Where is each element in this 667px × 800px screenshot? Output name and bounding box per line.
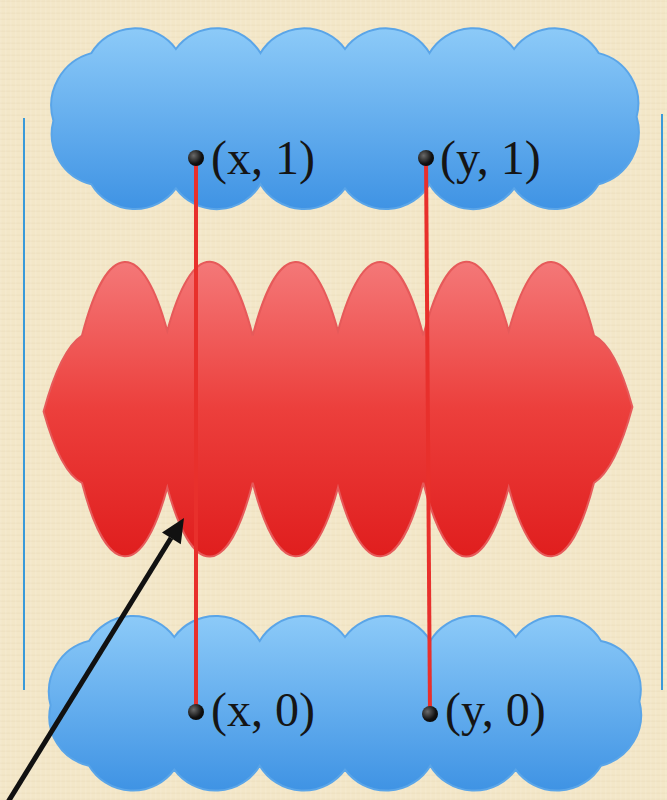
connector-line [426,158,430,714]
point-dot [422,706,438,722]
point-dot [188,150,204,166]
point-label: (x, 0) [211,684,315,737]
cloud-shape [25,598,665,793]
connector-line [194,158,198,712]
arrow-shaft [8,538,171,800]
point-label: (y, 1) [440,132,541,185]
point-dot [418,150,434,166]
point-dot [188,704,204,720]
connector-line [661,114,663,690]
point-label: (x, 1) [211,132,315,185]
cloud-outline [49,616,641,791]
cloud-region: (x, 0) (y, 0) [25,598,665,793]
cloud-region: (x, 1) (y, 1) [28,8,662,213]
cloud-outline [51,28,639,209]
connector-line [23,118,25,690]
arrow-head [162,518,184,544]
cloud-shape [28,8,662,213]
point-label: (y, 0) [445,684,546,737]
red-cloud-shape [44,262,633,557]
